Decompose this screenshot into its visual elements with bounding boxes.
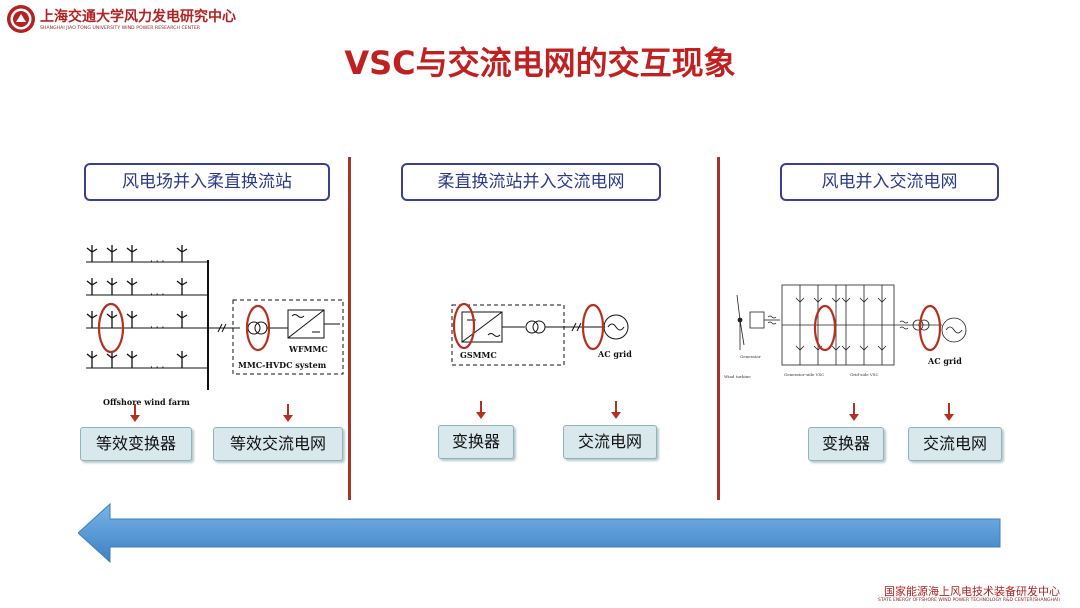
highlight-ellipse bbox=[245, 304, 271, 352]
down-arrow-icon bbox=[130, 404, 140, 422]
wind-turbine-grid-diagram: AC grid Generator Wind turbine Generator… bbox=[724, 284, 967, 379]
wind-farm-diagram: · · · · · · · · · · · · bbox=[86, 245, 344, 407]
result-box-equivalent-converter: 等效变换器 bbox=[80, 427, 192, 461]
offshore-wind-farm-label: Offshore wind farm bbox=[103, 397, 190, 407]
grid-side-vsc-label: Grid-side VSC bbox=[850, 372, 879, 377]
svg-text:· · ·: · · · bbox=[150, 363, 164, 373]
left-arrow-icon bbox=[78, 502, 1001, 564]
university-logo: 上海交通大学风力发电研究中心 SHANGHAI JIAO TONG UNIVER… bbox=[6, 4, 306, 44]
footer-chinese-text: 国家能源海上风电技术装备研发中心 bbox=[884, 585, 1060, 598]
down-arrow-icon bbox=[476, 401, 486, 419]
mmc-hvdc-system-label: MMC-HVDC system bbox=[238, 360, 327, 370]
section-divider-left bbox=[348, 157, 351, 500]
result-box-ac-grid: 交流电网 bbox=[908, 427, 1002, 461]
section-title-wind-grid: 风电并入交流电网 bbox=[780, 163, 999, 201]
logo-english-text: SHANGHAI JIAO TONG UNIVERSITY WIND POWER… bbox=[40, 26, 201, 31]
gsmmc-grid-diagram: GSMMC AC grid bbox=[451, 302, 632, 366]
highlight-ellipse bbox=[918, 304, 942, 352]
result-box-ac-grid: 交流电网 bbox=[563, 425, 657, 459]
section-title-wind-farm: 风电场并入柔直换流站 bbox=[84, 163, 330, 201]
section-divider-right bbox=[717, 157, 720, 500]
down-arrow-icon bbox=[611, 401, 621, 419]
ac-grid-label: AC grid bbox=[597, 349, 632, 359]
section-title-hvdc-grid: 柔直换流站并入交流电网 bbox=[401, 163, 661, 201]
highlight-ellipse bbox=[581, 303, 605, 351]
svg-text:· · ·: · · · bbox=[150, 323, 164, 333]
highlight-ellipse bbox=[97, 302, 125, 354]
highlight-ellipse bbox=[813, 304, 837, 352]
generator-side-vsc-label: Generator-side VSC bbox=[784, 372, 824, 377]
page-title: VSC与交流电网的交互现象 bbox=[344, 44, 736, 82]
down-arrow-icon bbox=[283, 404, 293, 422]
wfmmc-label: WFMMC bbox=[288, 344, 328, 354]
svg-text:· · ·: · · · bbox=[150, 290, 164, 300]
turbine-row: · · · bbox=[86, 363, 208, 373]
down-arrow-icon bbox=[944, 403, 954, 421]
gsmmc-label: GSMMC bbox=[460, 350, 497, 360]
generator-label: Generator bbox=[740, 354, 761, 359]
ac-grid-label: AC grid bbox=[927, 356, 962, 366]
logo-chinese-text: 上海交通大学风力发电研究中心 bbox=[40, 9, 236, 25]
result-box-converter: 变换器 bbox=[808, 427, 884, 461]
svg-text:· · ·: · · · bbox=[150, 257, 164, 267]
university-seal-icon bbox=[7, 5, 35, 33]
highlight-ellipse bbox=[452, 302, 476, 350]
footer-english-text: STATE ENERGY OFFSHORE WIND POWER TECHNOL… bbox=[877, 598, 1060, 603]
wind-turbine-label: Wind turbine bbox=[724, 374, 751, 379]
down-arrow-icon bbox=[849, 403, 859, 421]
turbine-row: · · · bbox=[86, 257, 208, 267]
result-box-equivalent-ac-grid: 等效交流电网 bbox=[213, 427, 343, 461]
result-box-converter: 变换器 bbox=[438, 425, 514, 459]
turbine-row: · · · bbox=[86, 323, 208, 333]
turbine-row: · · · bbox=[86, 290, 208, 300]
